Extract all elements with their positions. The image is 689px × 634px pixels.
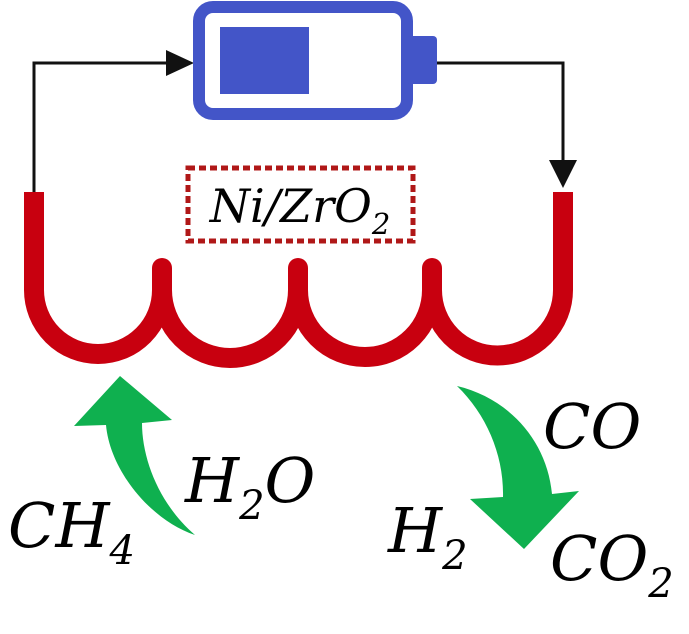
product-outflow-arrow [457,386,579,549]
battery-icon [193,1,437,120]
water-label-base: H [184,444,241,517]
wire-right [437,61,565,170]
carbon-monoxide-label: CO [543,390,641,463]
reactant-inflow-arrow [74,376,195,535]
heating-coil [24,192,573,368]
hydrogen-label-base: H [387,494,444,567]
catalyst-label: Ni/ZrO2 [185,165,416,244]
catalyst-label-border [185,165,416,244]
methane-label-base: CH [8,489,111,562]
carbon-monoxide-label-base: CO [543,390,641,463]
wire-arrowhead-right [166,50,194,76]
hydrogen-label-subscript: 2 [441,533,467,579]
hydrogen-label: H2 [387,494,468,579]
wire-left [32,61,182,192]
catalyst-formula-subscript: 2 [371,207,390,241]
methane-label: CH4 [8,489,135,574]
water-label-subscript: 2 [238,483,264,529]
water-label: H2O [184,444,315,529]
catalyst-formula: Ni/ZrO2 [209,179,391,241]
wire-arrowhead-down [549,160,577,188]
battery-charge-fill [220,27,309,94]
carbon-dioxide-label-base: CO [550,522,648,595]
carbon-dioxide-label-subscript: 2 [647,561,673,607]
carbon-dioxide-label: CO2 [550,522,674,607]
battery-terminal [407,36,437,84]
methane-label-subscript: 4 [109,528,135,574]
catalyst-formula-base: Ni/ZrO [209,179,372,233]
water-label-tail: O [265,444,316,517]
circuit-wires [32,50,577,192]
